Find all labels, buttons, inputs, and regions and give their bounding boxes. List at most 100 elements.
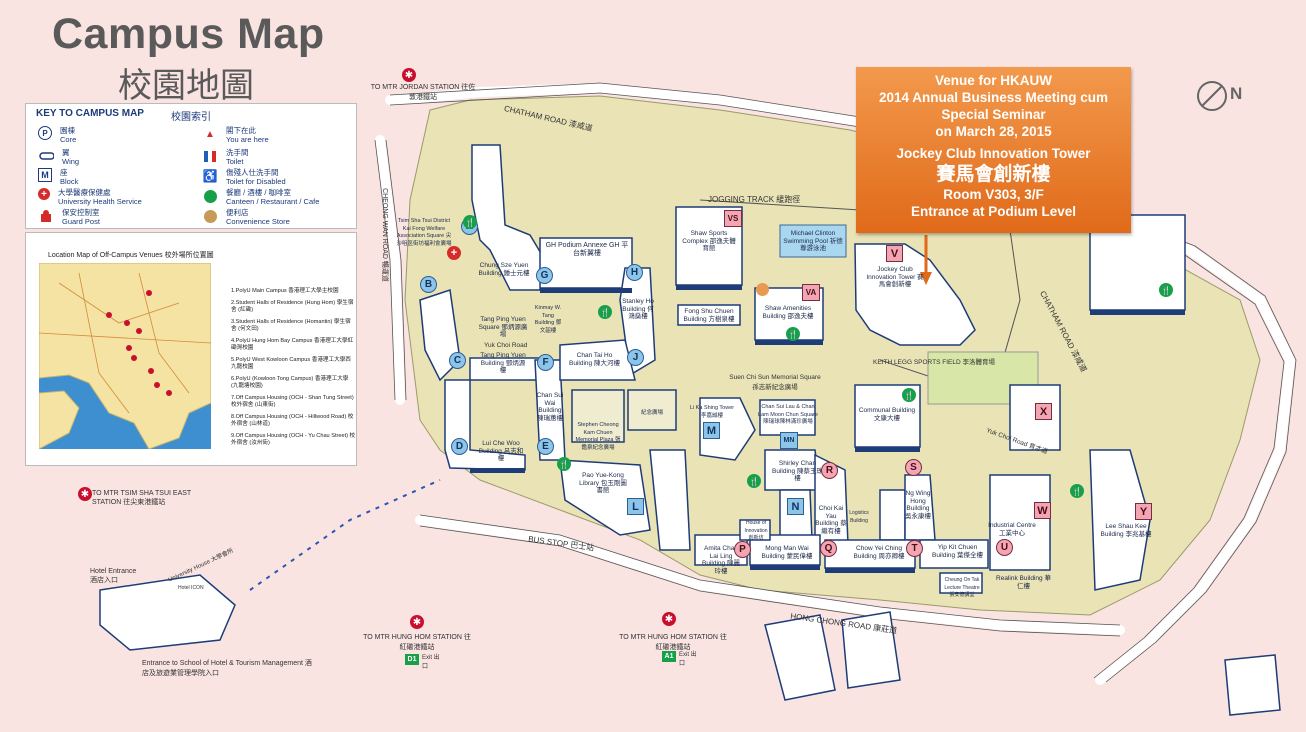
station-hung-hom-a1-label: TO MTR HUNG HOM STATION 往紅磡港鐵站 xyxy=(619,634,727,651)
building-chan-sui-wai[interactable]: Chan Sui Wai Building 陳瑞蕙樓 xyxy=(536,392,564,422)
block-marker-mn[interactable]: MN xyxy=(780,432,798,449)
compass-icon xyxy=(1197,81,1227,111)
hotel-icon-label: Hotel ICON xyxy=(178,585,204,591)
you-are-here-icon: ▲ xyxy=(205,128,215,140)
building-gh-podium[interactable]: GH Podium Annexe GH 平台新翼樓 xyxy=(545,242,629,257)
building-mc-pool[interactable]: Michael Clinton Swimming Pool 祈德尊游泳池 xyxy=(783,230,843,252)
core-icon: P xyxy=(38,126,52,140)
stephen-cheong-plaza: Stephen Cheong Kam Chuen Memorial Plaza … xyxy=(575,422,621,451)
list-item: 2.Student Halls of Residence (Hung Hom) … xyxy=(231,300,354,313)
list-item: 8.Off Campus Housing (OCH - Hillwood Roa… xyxy=(231,414,354,427)
building-shaw-amenities[interactable]: Shaw Amenities Building 邵逸夫樓 xyxy=(762,305,814,320)
canteen-icon: 🍴 xyxy=(1159,283,1173,297)
toilet-icon xyxy=(202,148,218,164)
building-lee-shau-kee[interactable]: Lee Shau Kee Building 李兆基樓 xyxy=(1100,523,1152,538)
block-marker-v[interactable]: V xyxy=(886,245,903,262)
key-item-en: Block xyxy=(60,177,79,186)
core-marker-u[interactable]: U xyxy=(996,539,1013,556)
list-item: 1.PolyU Main Campus 香港理工大學主校園 xyxy=(231,288,339,294)
core-marker-t[interactable]: T xyxy=(906,540,923,557)
venue-line7: Room V303, 3/F xyxy=(943,187,1044,202)
key-item-en: Convenience Store xyxy=(226,217,290,226)
block-marker-m[interactable]: M xyxy=(703,422,720,439)
house-of-innovation[interactable]: House of Innovation 創新坊 xyxy=(744,520,768,541)
building-li-ka-shing[interactable]: Li Ka Shing Tower 李嘉誠樓 xyxy=(689,405,735,419)
building-communal[interactable]: Communal Building 文康大樓 xyxy=(858,407,916,422)
page-title-zh: 校園地圖 xyxy=(118,66,254,106)
building-realink[interactable]: Realink Building 華仁樓 xyxy=(996,575,1051,590)
chan-sui-lau-square: Chan Sui Lau & Chan Lam Moon Chun Square… xyxy=(758,404,818,425)
mtr-icon: ✱ xyxy=(78,487,92,501)
core-marker-s[interactable]: S xyxy=(905,459,922,476)
building-shirley-chan[interactable]: Shirley Chan Building 陳蔡玉珠樓 xyxy=(772,460,823,482)
building-ng-wing-hong[interactable]: Ng Wing Hong Building 吳永康樓 xyxy=(905,490,931,520)
station-tst-east-label: TO MTR TSIM SHA TSUI EAST STATION 往尖東港鐵站 xyxy=(92,490,192,506)
block-marker-l[interactable]: L xyxy=(627,498,644,515)
core-marker-b[interactable]: B xyxy=(420,276,437,293)
logistics-building[interactable]: Logistics Building xyxy=(849,510,869,524)
mtr-icon: ✱ xyxy=(662,612,676,626)
building-chow-yei-ching[interactable]: Chow Yei Ching Building 周亦卿樓 xyxy=(853,545,905,560)
venue-line2: 2014 Annual Business Meeting cum xyxy=(878,90,1109,105)
building-lui-che-woo[interactable]: Lui Che Woo Building 呂志和樓 xyxy=(478,440,524,462)
location-map-panel: Location Map of Off-Campus Venues 校外場所位置… xyxy=(25,232,357,466)
block-marker-x[interactable]: X xyxy=(1035,403,1052,420)
core-marker-d[interactable]: D xyxy=(451,438,468,455)
building-industrial-centre[interactable]: Industrial Centre 工業中心 xyxy=(988,522,1036,537)
building-shaw-sports[interactable]: Shaw Sports Complex 邵逸夫體育館 xyxy=(682,230,736,252)
list-item: 3.Student Halls of Residence (Homantin) … xyxy=(231,319,351,332)
block-marker-vs[interactable]: VS xyxy=(724,210,742,227)
core-marker-g[interactable]: G xyxy=(536,267,553,284)
building-jcit[interactable]: Jockey Club Innovation Tower 賽馬會創新樓 xyxy=(866,266,924,288)
list-item: 5.PolyU West Kowloon Campus 香港理工大學西九龍校園 xyxy=(231,357,351,370)
cheung-on-tak-theatre[interactable]: Cheung On Tak Lecture Theatre 張安德講堂 xyxy=(944,577,980,598)
building-amita[interactable]: Amita Chan Lai Ling Building 陳麗玲樓 xyxy=(702,545,740,575)
building-stanley-ho[interactable]: Stanley Ho Building 何鴻燊樓 xyxy=(622,298,654,320)
core-marker-r[interactable]: R xyxy=(821,462,838,479)
tsim-sha-tsui-association-square: Tsim Sha Tsui District Kai Fong Welfare … xyxy=(396,218,452,247)
core-marker-q[interactable]: Q xyxy=(820,540,837,557)
block-marker-w[interactable]: W xyxy=(1034,502,1051,519)
block-marker-n[interactable]: N xyxy=(787,498,804,515)
jogging-track-label: JOGGING TRACK 緩跑徑 xyxy=(708,195,801,204)
building-mong-man-wai[interactable]: Mong Man Wai Building 蒙民偉樓 xyxy=(761,545,813,560)
building-chung-sze-yuen[interactable]: Chung Sze Yuen Building 鍾士元樓 xyxy=(478,262,530,277)
building-fong-shu-chuen[interactable]: Fong Shu Chuen Building 方樹泉樓 xyxy=(683,308,735,323)
venue-line6: 賽馬會創新樓 xyxy=(936,163,1051,185)
building-chan-tai-ho[interactable]: Chan Tai Ho Building 陳大河樓 xyxy=(569,352,620,367)
core-marker-j[interactable]: J xyxy=(627,349,644,366)
venue-line1: Venue for HKAUW xyxy=(934,73,1052,88)
station-jordan-label: TO MTR JORDAN STATION 往佐敦港鐵站 xyxy=(370,84,476,101)
building-pao-yue-kong[interactable]: Pao Yue-Kong Library 包玉剛圖書館 xyxy=(579,472,627,494)
key-item-zh: 傷殘人仕洗手間 xyxy=(226,168,279,177)
core-marker-p[interactable]: P xyxy=(734,541,751,558)
exit-d1-badge: D1 xyxy=(405,654,419,665)
block-marker-y[interactable]: Y xyxy=(1135,503,1152,520)
core-marker-f[interactable]: F xyxy=(537,354,554,371)
core-marker-e[interactable]: E xyxy=(537,438,554,455)
key-item-zh: 保安控制室 xyxy=(62,208,100,217)
block-marker-va[interactable]: VA xyxy=(802,284,820,301)
building-kinmay[interactable]: Kinmay W. Tang Building 鄧文韶樓 xyxy=(534,305,562,334)
school-entrance-label: Entrance to School of Hotel & Tourism Ma… xyxy=(142,660,312,677)
core-marker-h[interactable]: H xyxy=(626,264,643,281)
list-item: 7.Off Campus Housing (OCH - Shan Tung St… xyxy=(231,395,354,408)
building-yip-kit-chuen[interactable]: Yip Kit Chuen Building 葉傑全樓 xyxy=(932,544,983,559)
convenience-store-icon xyxy=(756,283,769,296)
canteen-icon: 🍴 xyxy=(1070,484,1084,498)
station-hung-hom-d1-label: TO MTR HUNG HOM STATION 往紅磡港鐵站 xyxy=(363,634,471,651)
location-map-title: Location Map of Off-Campus Venues 校外場所位置… xyxy=(48,252,214,259)
canteen-icon: 🍴 xyxy=(463,215,477,229)
building-choi-kai-yau[interactable]: Choi Kai Yau Building 蔡繼有樓 xyxy=(815,505,847,535)
key-item-zh: 便利店 xyxy=(226,208,249,217)
building-tang-ping-yuen[interactable]: Tang Ping Yuen Building 鄧炳源樓 xyxy=(480,352,526,374)
exit-a1-badge: A1 xyxy=(662,651,676,662)
core-marker-c[interactable]: C xyxy=(449,352,466,369)
